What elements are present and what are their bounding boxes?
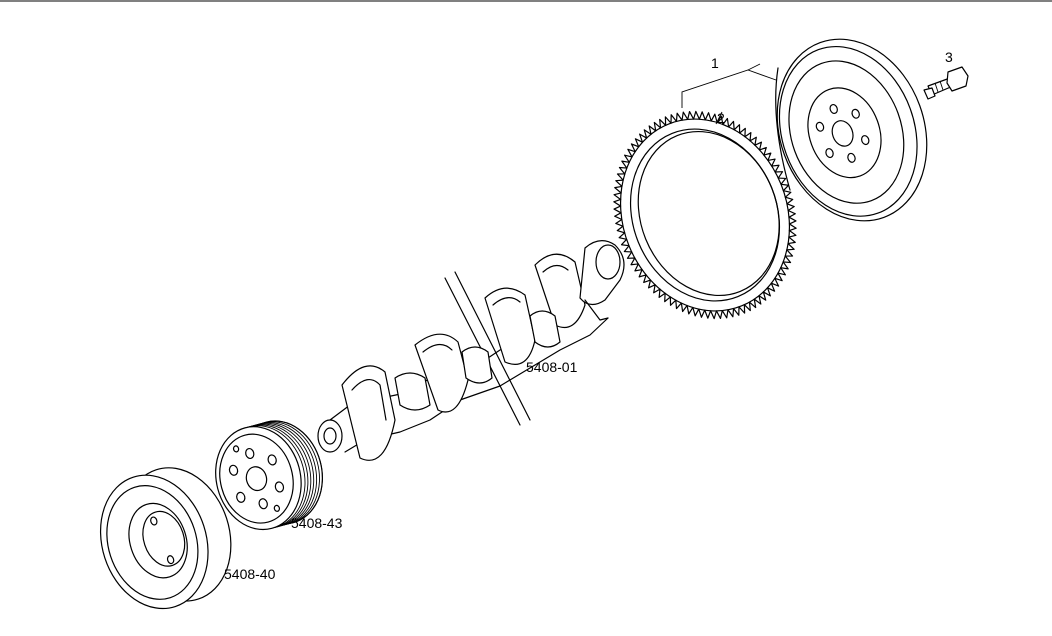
ring-gear-teeth [613,110,797,320]
callout-bolt: 3 [945,49,953,65]
callout-crankshaft: 5408-01 [526,359,578,375]
callout-flywheel: 1 [711,55,719,71]
vibration-damper [99,467,232,610]
flywheel [775,38,928,222]
flywheel-bolt [923,66,969,100]
callout-damper: 5408-40 [224,566,276,582]
leader-lines [681,63,777,125]
ring-gear [613,110,797,320]
crankshaft-pulley [215,420,324,531]
crankshaft [317,240,625,461]
callout-ring-gear: 2 [717,110,725,126]
callout-pulley: 5408-43 [291,515,343,531]
